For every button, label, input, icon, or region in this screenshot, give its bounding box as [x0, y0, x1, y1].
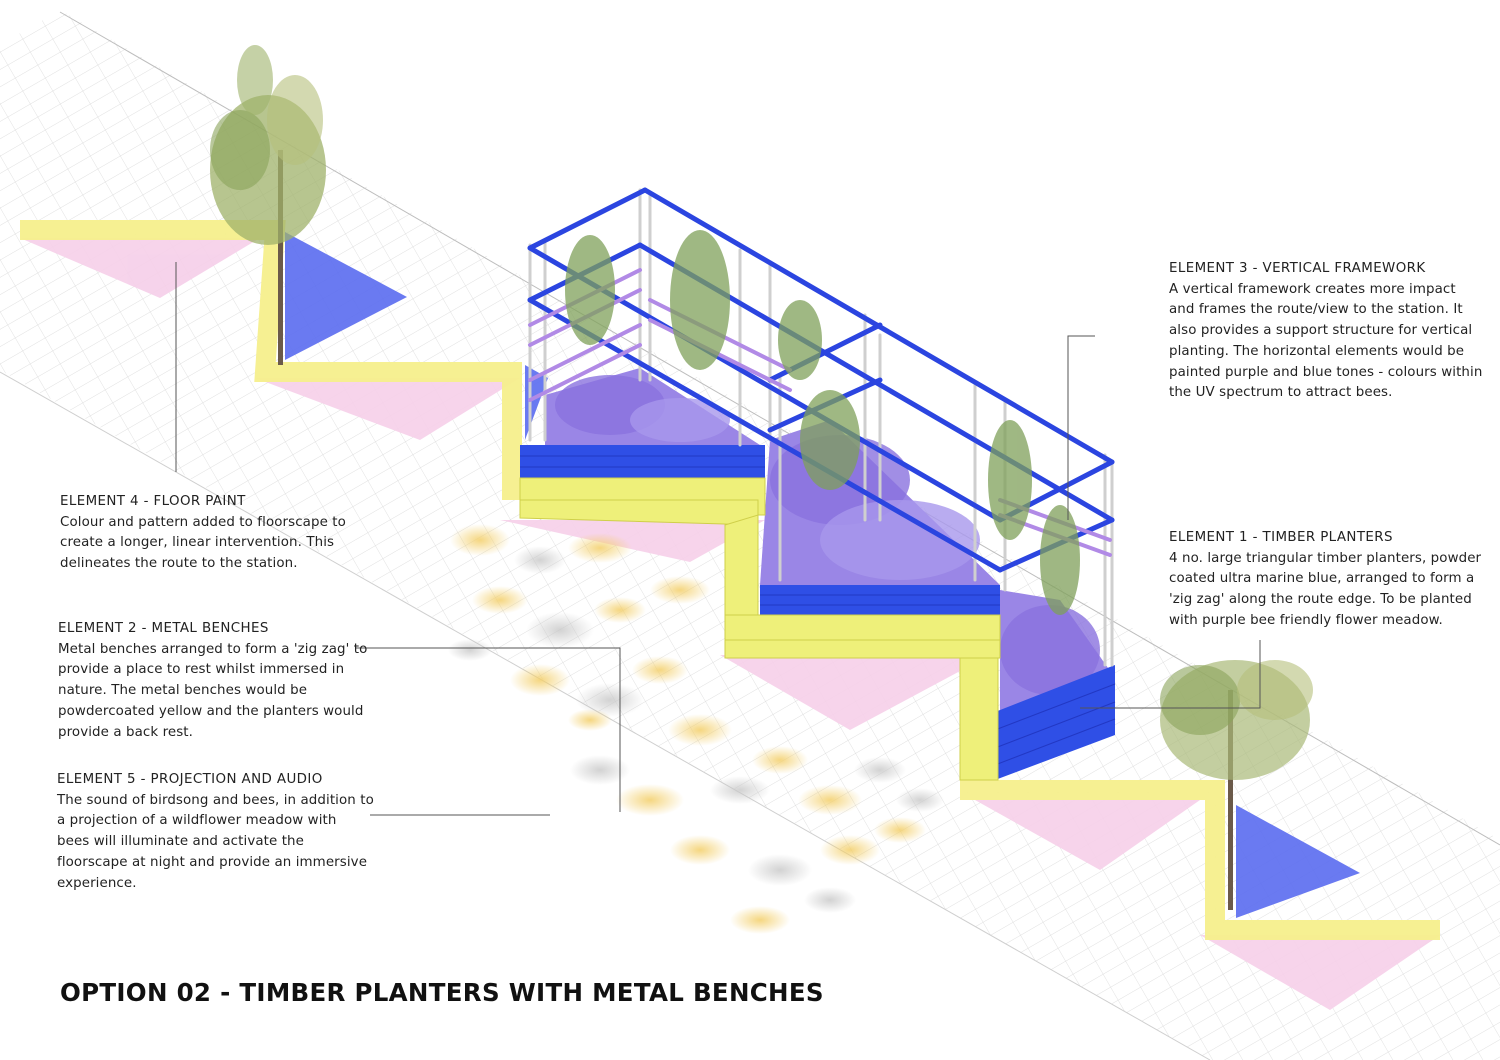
- element-3-heading: ELEMENT 3 - VERTICAL FRAMEWORK: [1169, 261, 1426, 276]
- tree-right: [1160, 660, 1313, 910]
- page-title: OPTION 02 - TIMBER PLANTERS WITH METAL B…: [60, 978, 824, 1007]
- element-2-body: Metal benches arranged to form a 'zig za…: [58, 641, 368, 740]
- planter-box: [520, 445, 765, 478]
- element-1-body: 4 no. large triangular timber planters, …: [1169, 550, 1482, 628]
- leader-lines: [175, 262, 1261, 816]
- metal-benches: [519, 477, 1001, 781]
- projection-wildflower-meadow: [448, 524, 944, 934]
- element-4-note: ELEMENT 4 - FLOOR PAINT Colour and patte…: [60, 492, 370, 575]
- tree-left: [210, 45, 326, 365]
- element-1-heading: ELEMENT 1 - TIMBER PLANTERS: [1169, 530, 1393, 545]
- floor-paint-yellow: [20, 220, 1440, 940]
- element-2-heading: ELEMENT 2 - METAL BENCHES: [58, 621, 269, 636]
- climbing-plants: [565, 230, 1080, 615]
- element-4-heading: ELEMENT 4 - FLOOR PAINT: [60, 494, 246, 509]
- element-3-body: A vertical framework creates more impact…: [1169, 281, 1483, 401]
- element-1-note: ELEMENT 1 - TIMBER PLANTERS 4 no. large …: [1169, 528, 1489, 632]
- element-4-body: Colour and pattern added to floorscape t…: [60, 514, 346, 572]
- element-5-note: ELEMENT 5 - PROJECTION AND AUDIO The sou…: [57, 770, 377, 894]
- floor-paint-pink: [20, 238, 1440, 1010]
- element-3-note: ELEMENT 3 - VERTICAL FRAMEWORK A vertica…: [1169, 259, 1489, 404]
- element-2-note: ELEMENT 2 - METAL BENCHES Metal benches …: [58, 619, 378, 743]
- element-5-body: The sound of birdsong and bees, in addit…: [57, 792, 374, 891]
- element-5-heading: ELEMENT 5 - PROJECTION AND AUDIO: [57, 772, 323, 787]
